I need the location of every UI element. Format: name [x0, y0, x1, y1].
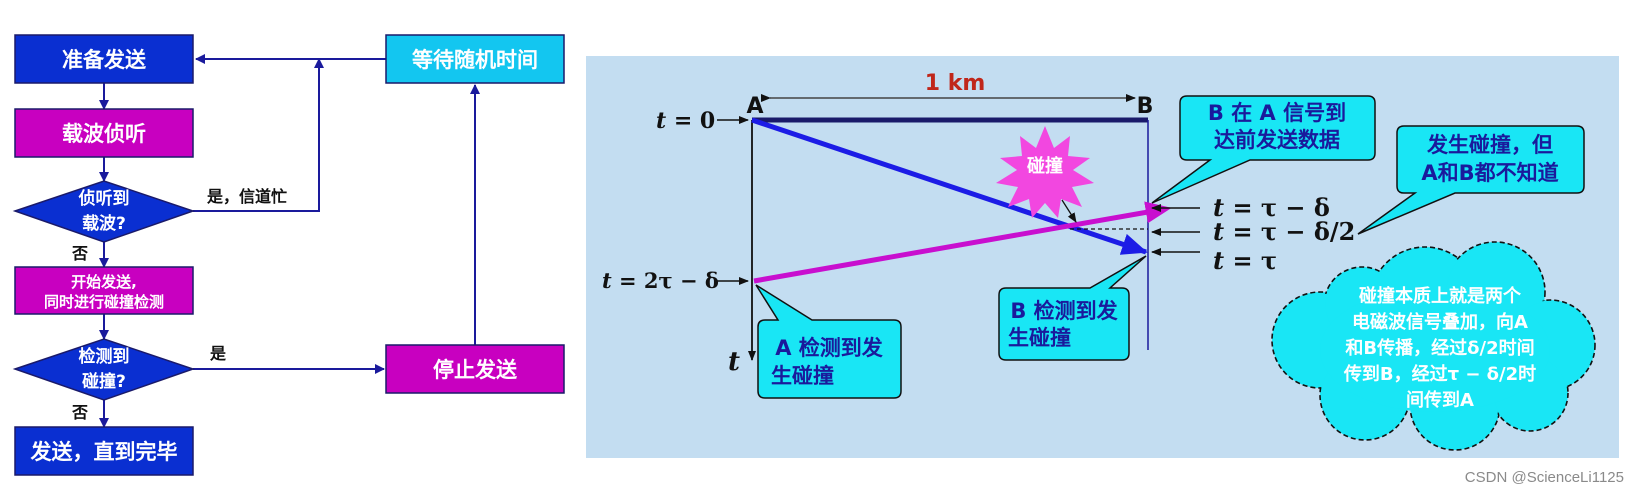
- explanation-cloud: [1271, 241, 1596, 451]
- callout-b-detect: [998, 255, 1147, 361]
- start-send-line1: 开始发送,: [71, 273, 137, 291]
- tb3-label: t = τ: [1213, 246, 1277, 275]
- cloud-line3: 和B传播，经过δ/2时间: [1345, 337, 1534, 359]
- callout-unknown: [1357, 125, 1585, 235]
- timing-diagram: 1 km A B t = 0 t = 2τ − δ t t = τ − δ t …: [586, 56, 1619, 458]
- no-label-1: 否: [71, 244, 88, 263]
- callout-unknown-line1: 发生碰撞，但: [1426, 133, 1553, 157]
- wait-random-box: [385, 34, 565, 84]
- tb1-label: t = τ − δ: [1213, 193, 1330, 222]
- tb2-label: t = τ − δ/2: [1213, 217, 1355, 246]
- carrier-detected-diamond: [12, 180, 196, 243]
- flow-connectors: [99, 54, 480, 428]
- callout-b-before-line1: B 在 A 信号到: [1208, 101, 1346, 125]
- node-a-label: A: [746, 94, 763, 119]
- callout-a-detect: [755, 284, 902, 399]
- carrier-diamond-line2: 载波?: [82, 213, 126, 234]
- prepare-send-box: [14, 34, 194, 84]
- prepare-send-label: 准备发送: [62, 48, 147, 72]
- stop-send-box: [385, 344, 565, 394]
- callout-b-before: [1151, 95, 1376, 204]
- carrier-sense-label: 载波侦听: [62, 122, 146, 146]
- distance-label: 1 km: [925, 71, 986, 96]
- csdn-watermark: CSDN @ScienceLi1125: [1464, 469, 1624, 486]
- start-send-line2: 同时进行碰撞检测: [44, 293, 164, 311]
- callout-b-detect-line1: B 检测到发: [1010, 299, 1118, 323]
- collision-pointer: [1061, 199, 1077, 223]
- callout-unknown-line2: A和B都不知道: [1421, 161, 1558, 185]
- callout-a-detect-line2: 生碰撞: [771, 364, 834, 388]
- collision-diamond-line1: 检测到: [79, 346, 130, 367]
- flowchart: 准备发送 载波侦听 侦听到 载波? 是，信道忙 否 开始发送, 同时进行碰撞检测…: [12, 34, 565, 476]
- arrow-busy-loop: [193, 58, 324, 212]
- callout-a-detect-line1: A 检测到发: [775, 336, 884, 360]
- cloud-line4: 传到B，经过τ − δ/2时: [1343, 363, 1536, 385]
- collision-diamond-line2: 碰撞?: [82, 371, 126, 392]
- cloud-line5: 间传到A: [1406, 389, 1474, 411]
- t0-label: t = 0: [656, 108, 715, 134]
- t2-label: t = 2τ − δ: [602, 268, 719, 293]
- busy-label: 是，信道忙: [206, 187, 287, 206]
- yes-label: 是: [209, 344, 226, 363]
- t-axis-label: t: [728, 347, 740, 377]
- cloud-line1: 碰撞本质上就是两个: [1359, 285, 1522, 307]
- stop-send-label: 停止发送: [433, 358, 518, 382]
- send-done-box: [14, 426, 194, 476]
- start-send-box: [14, 266, 194, 315]
- collision-star: [996, 126, 1094, 218]
- callout-b-before-line2: 达前发送数据: [1214, 128, 1340, 152]
- collision-detected-diamond: [12, 338, 196, 401]
- carrier-diamond-line1: 侦听到: [79, 188, 130, 209]
- carrier-sense-box: [14, 108, 194, 158]
- wait-random-label: 等待随机时间: [412, 48, 538, 72]
- no-label-2: 否: [71, 403, 88, 422]
- signal-b-to-a: [753, 201, 1172, 284]
- collision-star-label: 碰撞: [1027, 155, 1063, 177]
- send-done-label: 发送，直到完毕: [30, 440, 178, 464]
- signal-a-to-b: [751, 117, 1148, 255]
- callout-b-detect-line2: 生碰撞: [1008, 326, 1071, 350]
- cloud-line2: 电磁波信号叠加，向A: [1352, 311, 1528, 333]
- node-b-label: B: [1137, 94, 1154, 119]
